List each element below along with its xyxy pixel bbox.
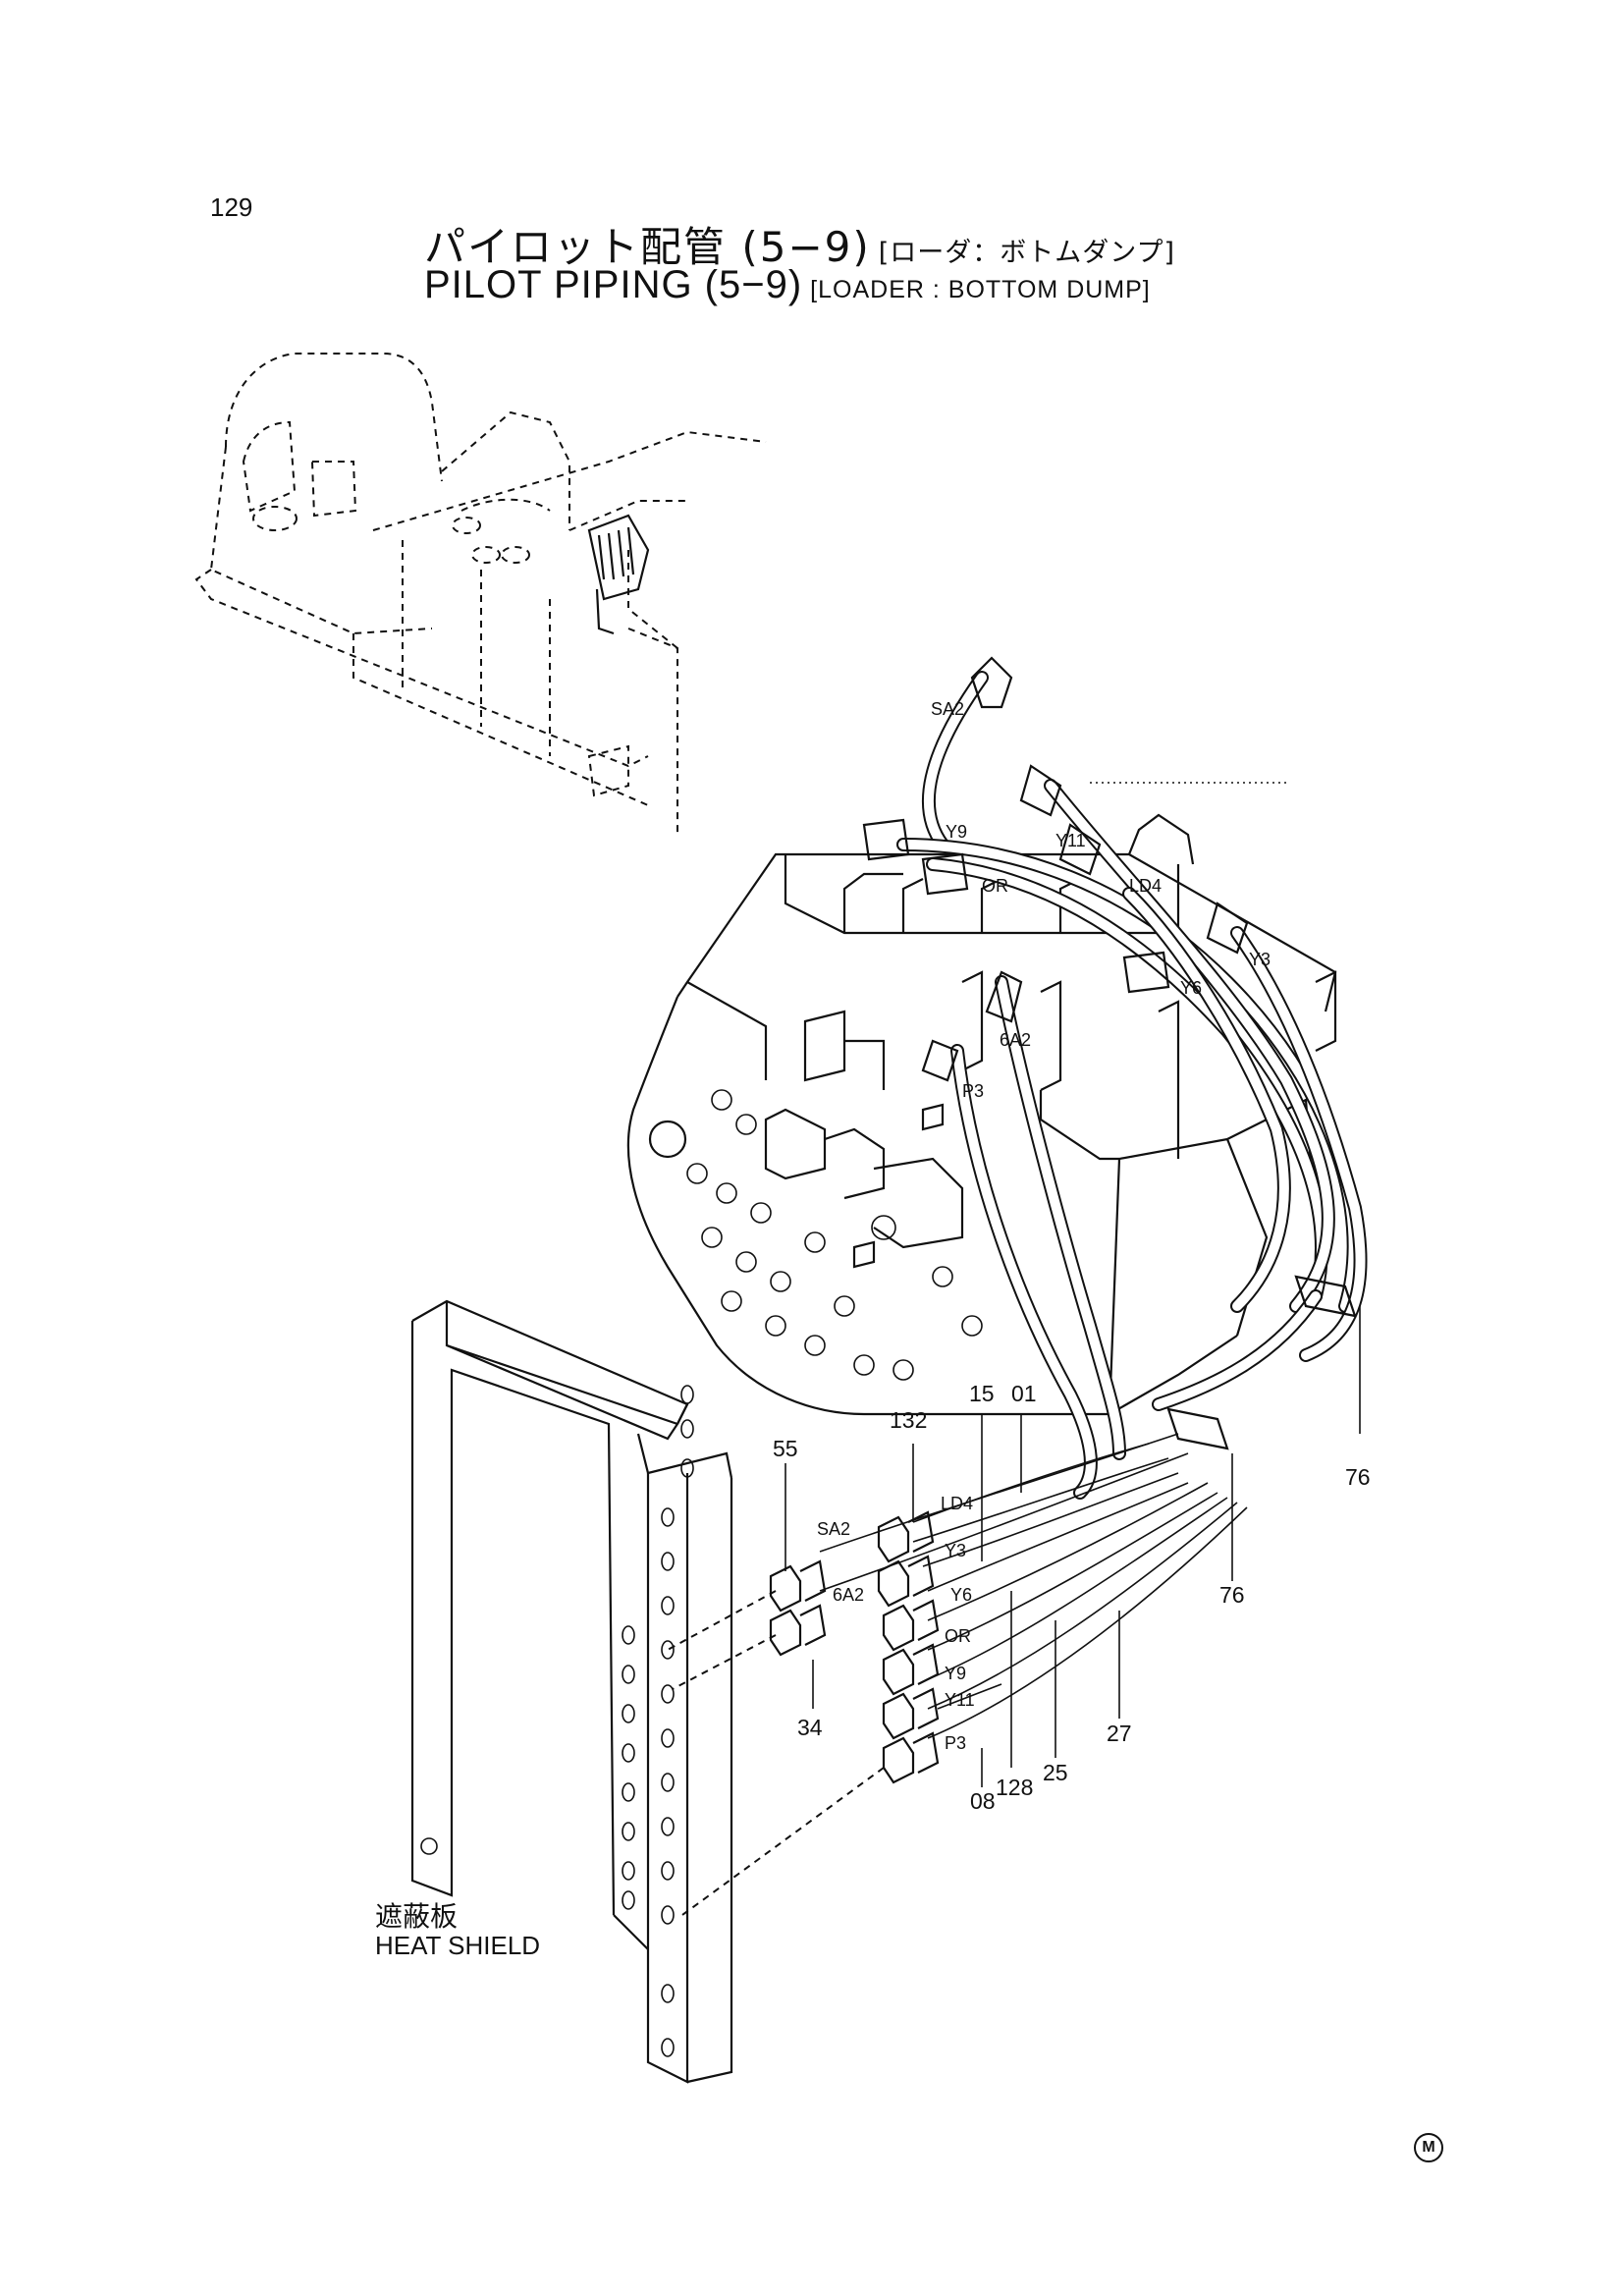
title-english: PILOT PIPING (5−9) [LOADER : BOTTOM DUMP] [424,263,1151,307]
machine-overview [194,353,767,835]
m-mark-icon: M [1414,2133,1443,2162]
part-number-76-upper: 76 [1345,1464,1371,1490]
hose-label-sa2: SA2 [817,1519,850,1539]
title-english-sub: [LOADER : BOTTOM DUMP] [810,276,1151,303]
title-english-main: PILOT PIPING (5−9) [424,263,803,306]
port-labels: SA2 Y9 Y11 OR LD4 Y3 Y6 6A2 P3 [931,699,1271,1101]
part-number-128: 128 [996,1775,1033,1800]
hose-label-y6: Y6 [950,1585,972,1605]
port-label-y9: Y9 [946,822,967,842]
port-label-y3: Y3 [1249,950,1271,969]
hose-label-ld4: LD4 [941,1494,973,1513]
bulkhead-fittings [667,1510,940,1916]
port-label-or: OR [982,876,1008,896]
port-label-y6: Y6 [1180,978,1202,998]
part-number-76-lower: 76 [1219,1582,1245,1608]
hose-label-y11: Y11 [945,1690,975,1710]
part-number-08: 08 [970,1788,996,1814]
heat-shield-label-en: HEAT SHIELD [375,1931,541,1960]
part-number-132: 132 [890,1407,927,1433]
part-number-55: 55 [773,1436,798,1461]
hose-labels: LD4 SA2 Y3 6A2 Y6 OR Y9 Y11 P3 [817,1494,975,1753]
hose-label-y3: Y3 [945,1541,966,1560]
hose-label-p3: P3 [945,1733,966,1753]
control-valve [626,782,1337,1416]
part-numbers: 55 132 15 01 76 76 34 08 128 25 27 [773,1381,1371,1814]
part-number-34: 34 [797,1715,823,1740]
part-number-15: 15 [969,1381,995,1406]
port-label-p3: P3 [962,1081,984,1101]
port-label-6a2: 6A2 [1000,1030,1031,1050]
part-number-27: 27 [1107,1721,1132,1746]
hose-label-or: OR [945,1626,971,1646]
part-number-25: 25 [1043,1760,1068,1785]
hose-label-6a2: 6A2 [833,1585,864,1605]
hose-label-y9: Y9 [945,1664,966,1683]
port-label-ld4: LD4 [1129,876,1162,896]
heat-shield [410,1299,733,2084]
title-japanese: パイロット配管 (5−9)[ローダ：ボトムダンプ] [424,214,1175,274]
hose-bundle [819,656,1368,1739]
port-label-sa2: SA2 [931,699,964,719]
leader-lines [784,1306,1361,1787]
title-japanese-sub: [ローダ：ボトムダンプ] [878,238,1176,268]
page-number: 129 [210,192,253,222]
heat-shield-label-jp: 遮蔽板 [375,1900,459,1933]
title-japanese-main: パイロット配管 (5−9) [424,223,871,271]
port-label-y11: Y11 [1055,831,1086,850]
part-number-01: 01 [1011,1381,1037,1406]
